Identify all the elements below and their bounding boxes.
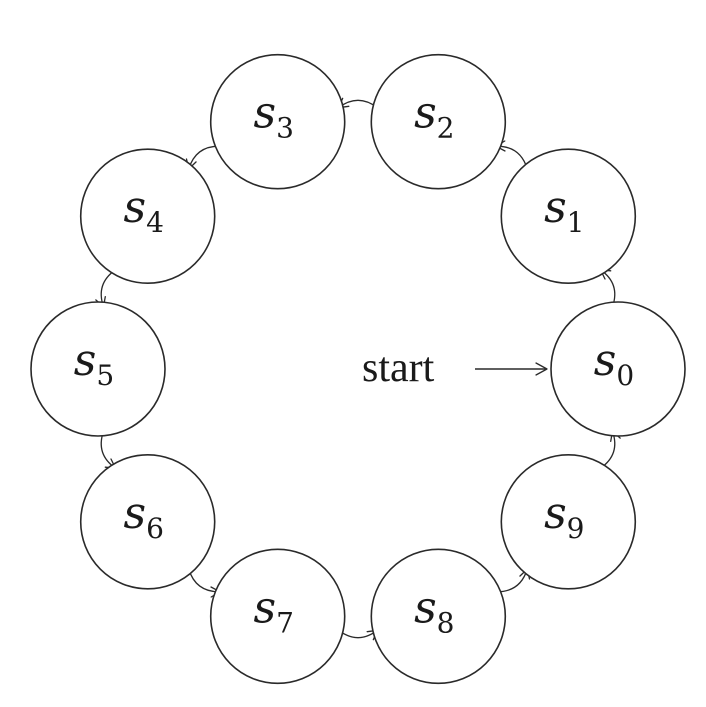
state-subscript: 9 xyxy=(567,512,585,545)
state-subscript: 7 xyxy=(276,606,294,639)
state-name: s xyxy=(123,488,146,539)
state-s6: s6 xyxy=(79,453,216,590)
state-s0: s0 xyxy=(550,301,686,437)
start-label: start xyxy=(362,345,435,391)
state-circle xyxy=(370,548,507,685)
state-name: s xyxy=(414,88,437,139)
state-circle xyxy=(30,301,166,437)
state-subscript: 8 xyxy=(437,606,455,639)
state-name: s xyxy=(253,582,276,633)
state-s3: s3 xyxy=(209,53,346,190)
state-circle xyxy=(550,301,686,437)
state-s7: s7 xyxy=(209,548,346,685)
start-arrow-head xyxy=(535,362,548,376)
transition-s6-s7 xyxy=(188,568,221,593)
state-label: s4 xyxy=(123,182,163,239)
state-subscript: 5 xyxy=(96,359,114,392)
state-label: s5 xyxy=(74,335,114,392)
state-label: s3 xyxy=(253,88,293,145)
state-circle xyxy=(209,548,346,685)
state-s5: s5 xyxy=(30,301,166,437)
state-label: s0 xyxy=(594,335,634,392)
transition-s3-s4 xyxy=(188,145,221,170)
state-name: s xyxy=(544,182,567,233)
transition-s8-s9 xyxy=(495,568,528,593)
state-subscript: 4 xyxy=(146,206,164,239)
state-subscript: 0 xyxy=(616,359,634,392)
state-subscript: 3 xyxy=(276,112,294,145)
state-circle xyxy=(500,453,637,590)
state-circle xyxy=(209,53,346,190)
state-s4: s4 xyxy=(79,148,216,284)
state-label: s9 xyxy=(544,488,584,545)
state-s2: s2 xyxy=(370,53,507,190)
state-name: s xyxy=(594,335,617,386)
state-name: s xyxy=(414,582,437,633)
start-marker: start xyxy=(362,345,548,391)
state-name: s xyxy=(253,88,276,139)
state-circle xyxy=(79,453,216,590)
state-subscript: 2 xyxy=(437,112,455,145)
state-subscript: 6 xyxy=(146,512,164,545)
transition-s1-s2 xyxy=(495,145,528,170)
state-circle xyxy=(370,53,507,190)
state-label: s6 xyxy=(123,488,163,545)
state-circle xyxy=(79,148,216,284)
state-name: s xyxy=(544,488,567,539)
state-label: s7 xyxy=(253,582,293,639)
state-name: s xyxy=(123,182,146,233)
state-s1: s1 xyxy=(500,148,637,284)
state-circle xyxy=(500,148,637,284)
transition-s4-s5 xyxy=(100,269,116,307)
transition-s9-s0 xyxy=(600,431,616,469)
state-label: s8 xyxy=(414,582,454,639)
state-subscript: 1 xyxy=(567,206,585,239)
state-s9: s9 xyxy=(500,453,637,590)
state-s8: s8 xyxy=(370,548,507,685)
state-name: s xyxy=(74,335,97,386)
state-label: s2 xyxy=(414,88,454,145)
state-label: s1 xyxy=(544,182,584,239)
